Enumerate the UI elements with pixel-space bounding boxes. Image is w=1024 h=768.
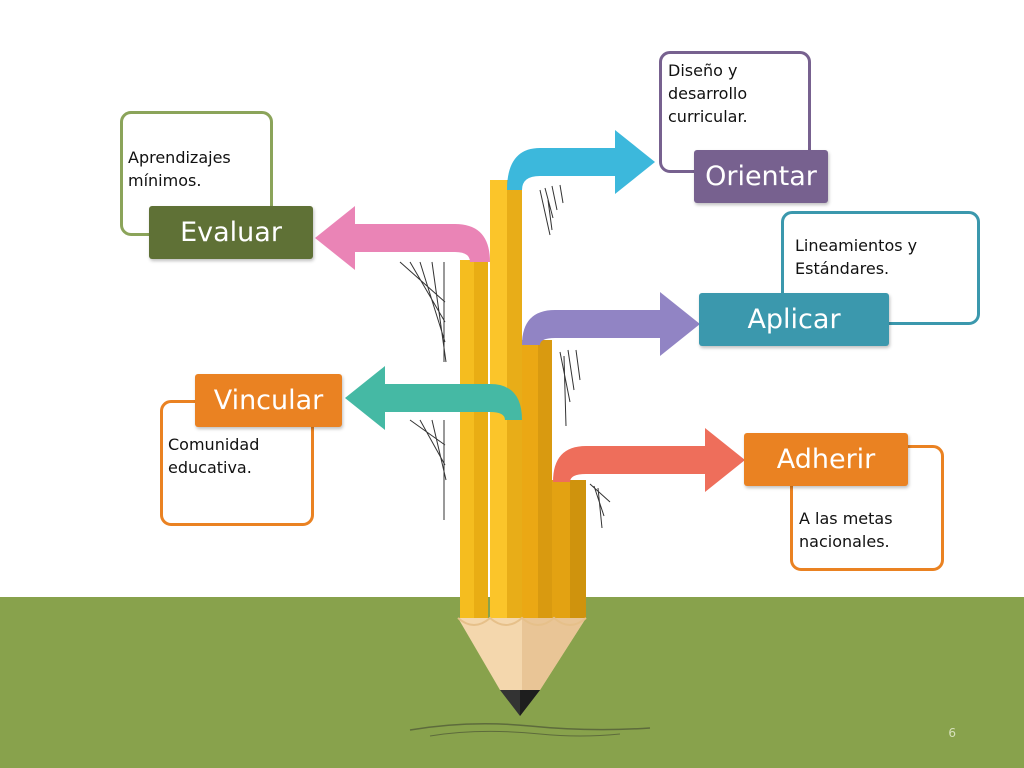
arrow-evaluar — [315, 206, 490, 270]
label-adherir: Adherir — [744, 433, 908, 486]
note-orientar-text: Diseño y desarrollo curricular. — [668, 61, 748, 126]
label-orientar: Orientar — [694, 150, 828, 203]
arrow-adherir — [553, 428, 745, 492]
label-evaluar: Evaluar — [149, 206, 313, 259]
scribble — [409, 723, 651, 731]
arrow-aplicar — [522, 292, 700, 356]
arrow-vincular — [345, 366, 522, 430]
arrow-orientar — [507, 130, 655, 194]
note-evaluar-text: Aprendizajes mínimos. — [128, 148, 231, 190]
label-aplicar: Aplicar — [699, 293, 889, 346]
note-adherir-text: A las metas nacionales. — [799, 509, 893, 551]
label-vincular: Vincular — [195, 374, 342, 427]
note-aplicar-text: Lineamientos y Estándares. — [795, 236, 918, 278]
hatch-shadows — [399, 184, 611, 529]
note-vincular-text: Comunidad educativa. — [168, 435, 260, 477]
page-number: 6 — [948, 726, 956, 740]
